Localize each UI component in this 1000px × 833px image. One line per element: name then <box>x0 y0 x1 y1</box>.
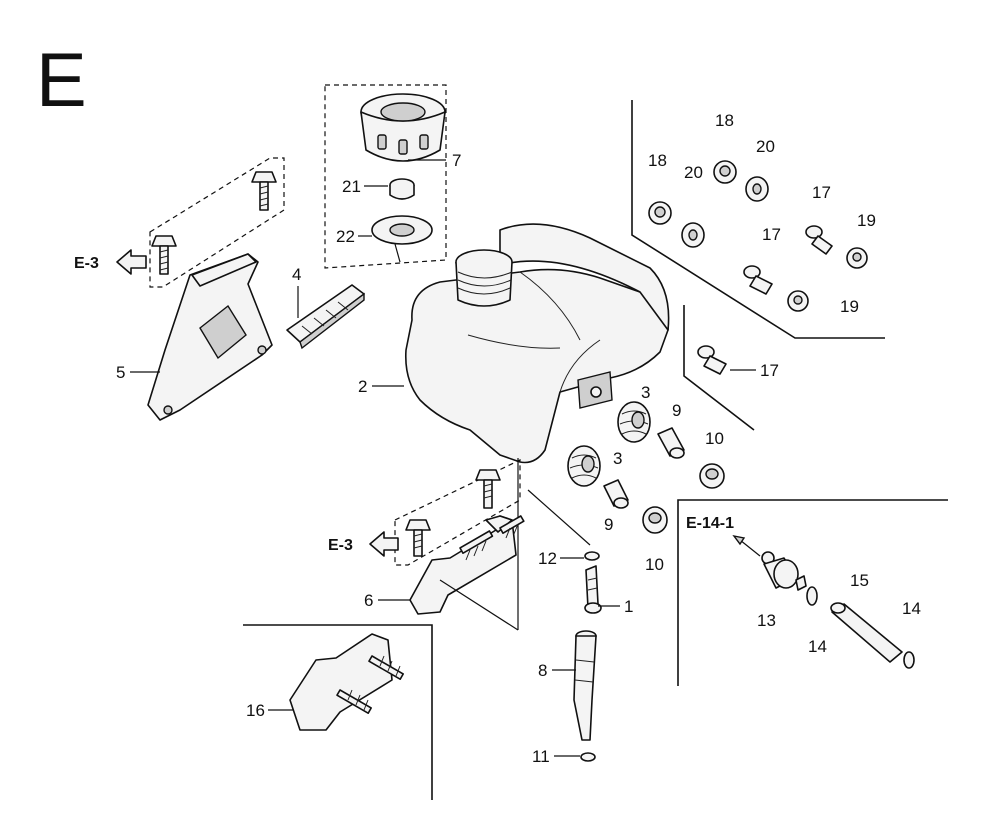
callout-3a: 3 <box>641 383 650 402</box>
callout-4: 4 <box>292 265 301 284</box>
upper-bolt-a <box>251 171 277 211</box>
callout-7: 7 <box>452 151 461 170</box>
callout-10b: 10 <box>645 555 664 574</box>
washer-20b <box>745 176 769 202</box>
callout-14b: 14 <box>902 599 921 618</box>
section-letter: E <box>36 38 87 123</box>
callout-18a: 18 <box>648 151 667 170</box>
callout-20b: 20 <box>756 137 775 156</box>
e3-upper-arrow-icon <box>116 249 147 275</box>
cap-insert <box>389 178 415 200</box>
mounting-bracket <box>147 253 273 421</box>
lower-bracket <box>409 515 525 615</box>
callout-1: 1 <box>624 597 633 616</box>
callout-6: 6 <box>364 591 373 610</box>
callout-3b: 3 <box>613 449 622 468</box>
bolt-17b <box>743 265 773 295</box>
cap-group-dashed-box <box>324 84 447 269</box>
nut-18b <box>713 160 737 184</box>
fuel-hose <box>573 630 597 741</box>
hose-clip-bottom <box>580 752 596 762</box>
tank-hose-line <box>527 489 591 546</box>
fuel-tank <box>404 223 670 464</box>
clamp-14a <box>806 586 818 606</box>
bolt-17c <box>697 345 727 375</box>
fuel-filter <box>584 565 602 614</box>
lower-bolt-a <box>475 469 501 509</box>
rubber-pad <box>286 284 365 350</box>
cap-lower <box>603 479 629 509</box>
plug-lower <box>642 506 668 534</box>
callout-8: 8 <box>538 661 547 680</box>
callout-17a: 17 <box>812 183 831 202</box>
callout-10a: 10 <box>705 429 724 448</box>
callout-9b: 9 <box>604 515 613 534</box>
callout-18b: 18 <box>715 111 734 130</box>
washer-20a <box>681 222 705 248</box>
cap-upper <box>657 427 685 459</box>
nut-18a <box>648 201 672 225</box>
callout-19a: 19 <box>857 211 876 230</box>
bolt-17a <box>805 225 833 255</box>
upper-bolt-b <box>151 235 177 275</box>
callout-15: 15 <box>850 571 869 590</box>
callout-16: 16 <box>246 701 265 720</box>
callout-5: 5 <box>116 363 125 382</box>
callout-13: 13 <box>757 611 776 630</box>
grommet-upper <box>617 401 651 443</box>
fuel-valve <box>761 551 807 591</box>
e14-1-frame <box>677 499 948 686</box>
fuel-tube <box>830 602 903 663</box>
mid-right-frame <box>683 305 755 431</box>
lower-bolt-b <box>405 519 431 557</box>
lower-bolt-dashed-box <box>394 459 521 566</box>
callout-21: 21 <box>342 177 361 196</box>
clamp-14b <box>903 651 915 669</box>
callout-14a: 14 <box>808 637 827 656</box>
nut-19a <box>846 247 868 269</box>
callout-20a: 20 <box>684 163 703 182</box>
fuel-cap <box>360 93 446 162</box>
callout-22: 22 <box>336 227 355 246</box>
callout-12: 12 <box>538 549 557 568</box>
callout-11: 11 <box>532 747 550 766</box>
callout-19b: 19 <box>840 297 859 316</box>
callout-17c: 17 <box>760 361 779 380</box>
alt-bracket <box>289 633 404 731</box>
cap-retainer <box>371 215 433 263</box>
e3-lower-ref: E-3 <box>328 537 353 554</box>
e3-upper-ref: E-3 <box>74 255 99 272</box>
part16-frame <box>243 624 433 800</box>
upper-right-frame <box>631 100 885 339</box>
hose-clip-top <box>584 551 600 561</box>
grommet-lower <box>567 445 601 487</box>
e14-1-arrow-line <box>739 539 761 557</box>
plug-upper <box>699 463 725 489</box>
upper-bolt-dashed-box <box>149 157 285 288</box>
nut-19b <box>787 290 809 312</box>
callout-2: 2 <box>358 377 367 396</box>
bracket-leader <box>439 579 519 631</box>
e14-1-arrow-icon <box>732 534 746 546</box>
callout-9a: 9 <box>672 401 681 420</box>
e3-lower-arrow-icon <box>369 531 399 557</box>
callout-17b: 17 <box>762 225 781 244</box>
e14-1-ref: E-14-1 <box>686 515 734 532</box>
